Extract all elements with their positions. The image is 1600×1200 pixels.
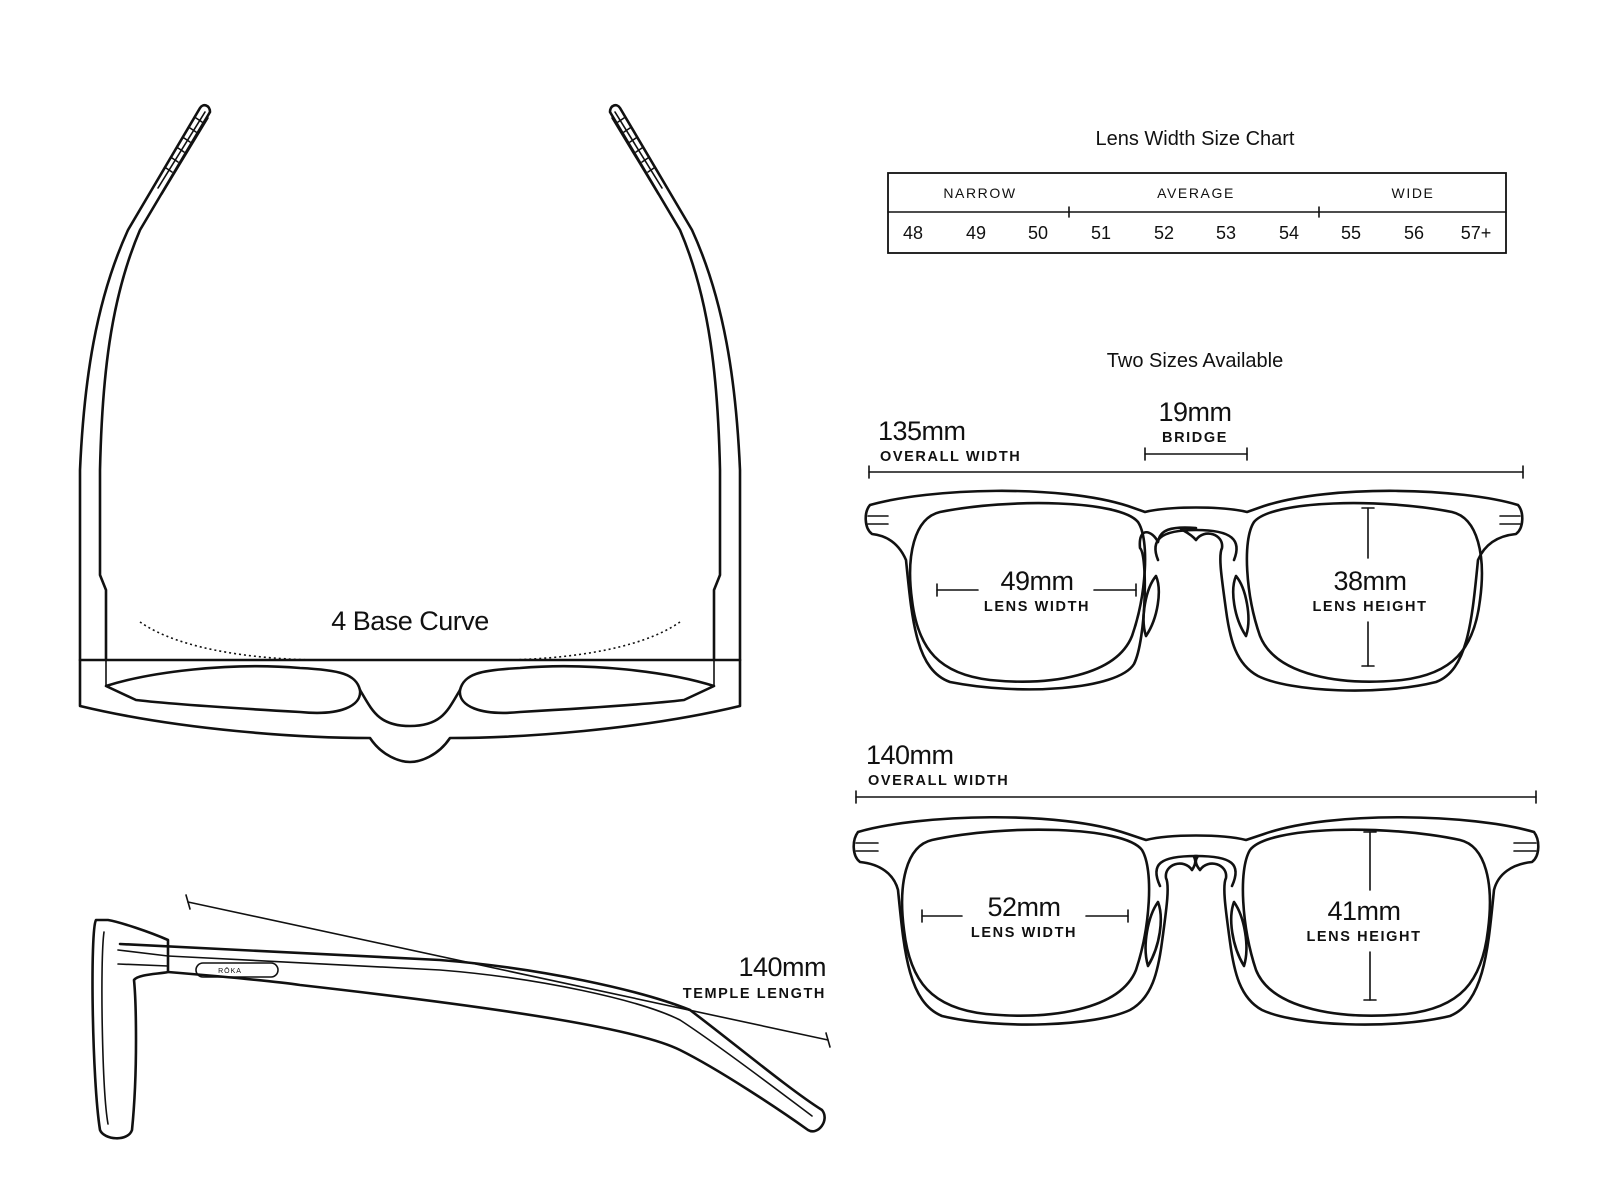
small-right-nose-pad xyxy=(1231,574,1250,638)
top-view-nose-bridge xyxy=(358,688,462,728)
base-curve-label: 4 Base Curve xyxy=(331,606,489,636)
side-view-temple-inner xyxy=(167,955,813,1117)
size-chart-title: Lens Width Size Chart xyxy=(1096,128,1295,150)
lens-width-size-chart: Lens Width Size Chart NARROW AVERAGE WID… xyxy=(887,128,1507,254)
size-cell: 50 xyxy=(1028,223,1048,243)
category-average: AVERAGE xyxy=(1157,185,1235,201)
base-curve-arc-right xyxy=(469,621,681,662)
size-cell: 52 xyxy=(1154,223,1174,243)
large-nose-bridge xyxy=(1155,854,1237,888)
size-cell: 56 xyxy=(1404,223,1424,243)
side-view-temple-arm xyxy=(118,942,826,1133)
side-view-illustration: RŌKA 140mm TEMPLE LENGTH xyxy=(91,894,831,1140)
top-view-left-temple xyxy=(78,103,212,662)
brand-logo-mark: RŌKA xyxy=(218,967,242,975)
large-size-front-view: 140mm OVERALL WIDTH 52mm LENS WIDTH 41mm… xyxy=(852,740,1540,1026)
small-frame-outline xyxy=(864,489,1524,692)
category-wide: WIDE xyxy=(1392,185,1435,201)
small-lens-height-label: LENS HEIGHT xyxy=(1312,599,1427,615)
side-view-hinge xyxy=(117,949,169,967)
category-narrow: NARROW xyxy=(943,185,1016,201)
size-cell: 48 xyxy=(903,223,923,243)
small-bridge-value: 19mm xyxy=(1158,397,1231,427)
size-cell: 57+ xyxy=(1461,223,1492,243)
large-right-rivet xyxy=(1513,842,1537,852)
size-cell: 55 xyxy=(1341,223,1361,243)
base-curve-arc-left xyxy=(139,621,353,662)
top-view-illustration: 4 Base Curve xyxy=(78,103,742,764)
top-view-left-temple-grip xyxy=(157,111,209,195)
temple-length-label: TEMPLE LENGTH xyxy=(683,986,826,1002)
size-cell: 54 xyxy=(1279,223,1299,243)
temple-length-tick-end xyxy=(825,1032,831,1048)
small-left-nose-pad xyxy=(1142,574,1161,638)
two-sizes-title: Two Sizes Available xyxy=(1107,350,1283,372)
large-left-lens xyxy=(900,828,1151,1017)
temple-length-tick-start xyxy=(185,894,191,910)
large-right-lens xyxy=(1241,828,1492,1017)
large-left-nose-pad xyxy=(1144,900,1163,968)
top-view-right-temple-grip xyxy=(611,111,663,195)
size-cell: 53 xyxy=(1216,223,1236,243)
size-cell: 49 xyxy=(966,223,986,243)
small-lens-width-value: 49mm xyxy=(1000,566,1073,596)
top-view-right-temple xyxy=(608,103,742,662)
top-view-right-lens-outline xyxy=(458,664,716,715)
large-overall-width-value: 140mm xyxy=(866,740,954,770)
small-lens-width-label: LENS WIDTH xyxy=(984,599,1090,615)
side-view-frame-front xyxy=(91,918,170,1140)
side-view-logo-plate xyxy=(195,962,279,978)
top-view-right-grip-ribs xyxy=(617,117,655,173)
small-right-lens xyxy=(1245,501,1484,683)
large-lens-height-value: 41mm xyxy=(1327,896,1400,926)
small-left-lens xyxy=(908,501,1147,683)
large-right-nose-pad xyxy=(1229,900,1248,968)
small-bridge-label: BRIDGE xyxy=(1162,430,1228,446)
small-lens-height-value: 38mm xyxy=(1333,566,1406,596)
small-overall-width-label: OVERALL WIDTH xyxy=(880,449,1021,465)
large-lens-width-value: 52mm xyxy=(987,892,1060,922)
small-nose-bridge xyxy=(1154,528,1238,562)
large-frame-outline xyxy=(852,815,1540,1026)
small-right-rivet xyxy=(1499,515,1521,525)
small-overall-width-value: 135mm xyxy=(878,416,966,446)
large-lens-width-label: LENS WIDTH xyxy=(971,925,1077,941)
size-cell: 51 xyxy=(1091,223,1111,243)
top-view-left-grip-ribs xyxy=(165,117,203,173)
size-chart-table xyxy=(887,172,1507,254)
top-view-left-lens-outline xyxy=(104,664,362,715)
temple-length-value: 140mm xyxy=(738,952,826,982)
top-view-front-frame xyxy=(78,658,742,764)
side-view-frame-inner xyxy=(101,931,109,1125)
large-lens-height-label: LENS HEIGHT xyxy=(1306,929,1421,945)
large-overall-width-label: OVERALL WIDTH xyxy=(868,773,1009,789)
small-size-front-view: 135mm OVERALL WIDTH 19mm BRIDGE 49mm LEN… xyxy=(864,397,1524,692)
temple-length-measure-line xyxy=(187,901,829,1041)
large-left-rivet xyxy=(855,842,879,852)
small-left-rivet xyxy=(867,515,889,525)
